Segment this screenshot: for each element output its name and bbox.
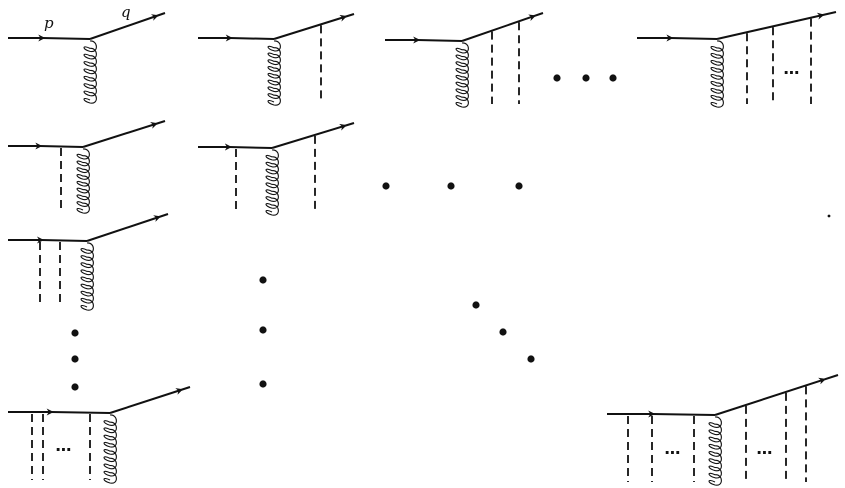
continuation-dot — [71, 355, 79, 363]
ellipsis-text: ⋯ — [56, 440, 73, 459]
outgoing-quark-arrow — [89, 14, 159, 40]
outgoing-quark-line — [157, 213, 169, 219]
incoming-quark-line — [39, 145, 84, 148]
continuation-dot — [71, 329, 79, 337]
outgoing-quark-arrow — [273, 14, 348, 40]
continuation-dot — [609, 74, 617, 82]
outgoing-quark-line — [180, 386, 191, 392]
gluon-line — [103, 414, 117, 484]
outgoing-quark-arrow — [86, 215, 161, 242]
continuation-dot — [259, 326, 267, 334]
incoming-quark-line — [50, 411, 111, 414]
gluon-line — [83, 40, 97, 104]
momentum-label-p: p — [44, 14, 54, 32]
incoming-quark-line — [41, 239, 88, 242]
incoming-quark-line — [670, 37, 718, 40]
outgoing-quark-arrow — [716, 12, 825, 40]
diagram-r2c1 — [8, 120, 166, 214]
outgoing-quark-line — [532, 12, 544, 18]
continuation-dot — [499, 328, 507, 336]
outgoing-quark-line — [343, 122, 355, 127]
gluon-line — [455, 42, 469, 108]
ellipsis-text: ⋯ — [757, 443, 774, 462]
continuation-dot — [553, 74, 561, 82]
ellipsis-text: ⋯ — [665, 443, 682, 462]
continuation-dot — [515, 182, 523, 190]
continuation-dot — [472, 301, 480, 309]
outgoing-quark-arrow — [82, 122, 158, 148]
stray-dot — [827, 214, 831, 218]
continuation-dot — [71, 383, 79, 391]
continuation-dot — [382, 182, 390, 190]
diagram-r1c4: ⋯ — [637, 11, 837, 108]
outgoing-quark-line — [344, 13, 355, 18]
diagram-r5c4: ⋯⋯ — [607, 374, 839, 486]
diagram-r5c1: ⋯ — [8, 386, 191, 484]
momentum-label-q: q — [121, 3, 131, 21]
incoming-quark-line — [42, 37, 91, 40]
gluon-line — [265, 149, 279, 216]
continuation-dot — [527, 355, 535, 363]
incoming-quark-line — [652, 413, 716, 416]
continuation-dot — [259, 380, 267, 388]
continuation-dot — [447, 182, 455, 190]
diagram-r3c1 — [8, 213, 169, 311]
outgoing-quark-arrow — [461, 14, 536, 42]
outgoing-quark-line — [821, 11, 837, 17]
outgoing-quark-arrow — [109, 388, 184, 414]
continuation-dot — [582, 74, 590, 82]
diagram-r1c2 — [198, 13, 355, 106]
diagram-r1c1: pq — [8, 3, 166, 104]
outgoing-quark-line — [822, 374, 839, 381]
diagram-r2c2 — [198, 122, 355, 216]
gluon-line — [708, 416, 722, 486]
gluon-line — [80, 242, 94, 311]
outgoing-quark-arrow — [714, 377, 826, 416]
incoming-quark-line — [229, 37, 275, 40]
gluon-line — [267, 40, 281, 106]
outgoing-quark-line — [154, 120, 166, 126]
incoming-quark-line — [229, 146, 273, 149]
diagram-r1c3 — [385, 12, 544, 108]
gluon-line — [710, 40, 724, 108]
continuation-dots — [71, 74, 831, 391]
ellipsis-text: ⋯ — [784, 63, 801, 82]
outgoing-quark-line — [155, 12, 166, 18]
incoming-quark-line — [417, 39, 463, 42]
outgoing-quark-arrow — [271, 123, 347, 149]
continuation-dot — [259, 276, 267, 284]
gluon-line — [76, 148, 90, 214]
